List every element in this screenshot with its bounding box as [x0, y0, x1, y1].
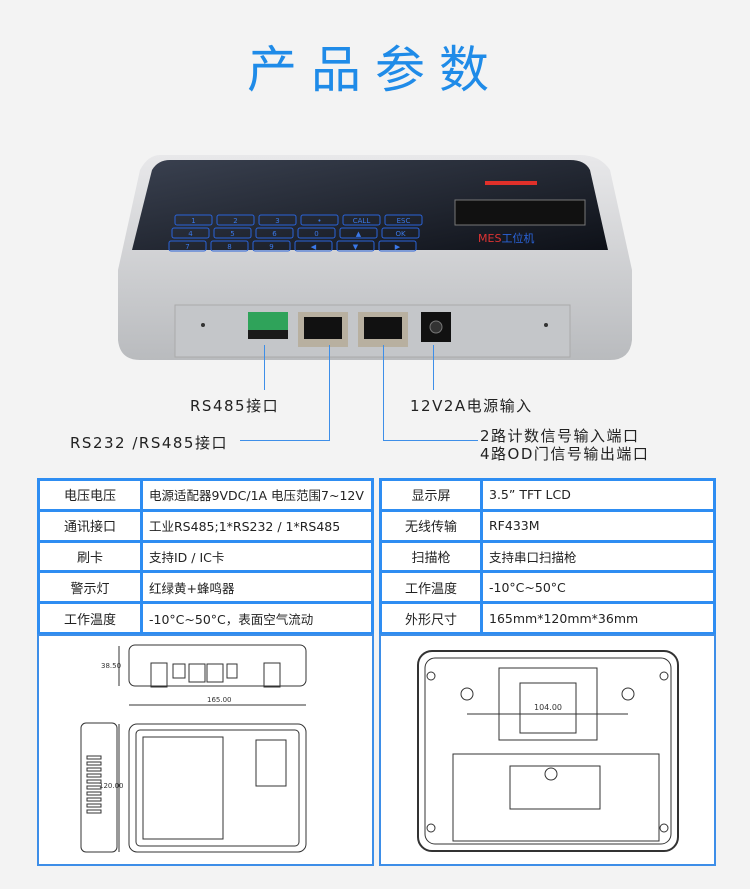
spec-row: 刷卡支持ID / IC卡 — [40, 542, 371, 571]
spec-key: 工作温度 — [40, 604, 140, 632]
spec-value: 电源适配器9VDC/1A 电压范围7~12V — [143, 481, 371, 509]
keypad-key — [210, 240, 249, 252]
vent-slot — [86, 767, 102, 772]
spec-key: 外形尺寸 — [382, 604, 480, 632]
vent-slot — [86, 809, 102, 814]
spec-row: 通讯接口工业RS485;1*RS232 / 1*RS485 — [40, 511, 371, 540]
io-input-label: 2路计数信号输入端口 — [480, 427, 640, 445]
keypad-key — [336, 240, 375, 252]
keypad-key-label: 0 — [314, 230, 318, 238]
keypad-key-label: ▼ — [353, 243, 359, 251]
dimension-drawing-front: 38.50 165.00 120.00 — [37, 634, 374, 866]
keypad-key — [297, 227, 336, 239]
keypad-key — [171, 227, 210, 239]
keypad-key — [252, 240, 291, 252]
dimension-drawing-back: 104.00 — [379, 634, 716, 866]
keypad-key-label: 1 — [191, 217, 195, 225]
keypad-key — [174, 214, 213, 226]
keypad-key — [342, 214, 381, 226]
height-dim: 38.50 — [101, 662, 121, 670]
spec-row: 警示灯红绿黄+蜂鸣器 — [40, 573, 371, 602]
io-output-label: 4路OD门信号输出端口 — [480, 445, 650, 463]
spec-row: 扫描枪支持串口扫描枪 — [382, 542, 713, 571]
spec-value: -10°C~50°C — [483, 573, 713, 602]
spec-value: 支持串口扫描枪 — [483, 542, 713, 571]
vent-slot — [86, 779, 102, 784]
spec-value: 工业RS485;1*RS232 / 1*RS485 — [143, 511, 371, 540]
spec-key: 警示灯 — [40, 573, 140, 602]
keypad-key — [384, 214, 423, 226]
spec-key: 扫描枪 — [382, 542, 480, 571]
device-photo: MES工位机 1 2 3 • CALL ESC 4 5 6 0 ▲ OK 7 8 9 ◀ ▼ ▶ — [118, 155, 632, 360]
keypad-key-label: ▲ — [356, 230, 362, 238]
power-input-label: 12V2A电源输入 — [410, 397, 533, 415]
keypad-key-label: 9 — [269, 243, 273, 251]
keypad-key-label: 7 — [185, 243, 189, 251]
spec-key: 通讯接口 — [40, 511, 140, 540]
keypad-key-label: 4 — [188, 230, 193, 238]
brand-label: MES工位机 — [478, 231, 534, 245]
keypad-key — [213, 227, 252, 239]
keypad-key — [168, 240, 207, 252]
page-title: 产品参数 — [247, 41, 503, 99]
keypad-key — [300, 214, 339, 226]
vent-slot — [86, 803, 102, 808]
spec-value: 3.5” TFT LCD — [483, 481, 713, 509]
vent-slot — [86, 761, 102, 766]
vent-slot — [86, 755, 102, 760]
hole-spacing-dim: 104.00 — [534, 703, 562, 712]
spec-key: 工作温度 — [382, 573, 480, 602]
spec-row: 电压电压电源适配器9VDC/1A 电压范围7~12V — [40, 481, 371, 509]
keypad-key-label: 2 — [233, 217, 237, 225]
keypad-key-label: 5 — [230, 230, 234, 238]
spec-value: RF433M — [483, 511, 713, 540]
keypad-key — [216, 214, 255, 226]
vent-slot — [86, 785, 102, 790]
spec-row: 工作温度-10°C~50°C — [382, 573, 713, 602]
io-label: 2路计数信号输入端口 4路OD门信号输出端口 — [480, 427, 649, 463]
keypad-key-label: ESC — [397, 217, 411, 225]
keypad-key-label: 8 — [227, 243, 231, 251]
spec-value: 红绿黄+蜂鸣器 — [143, 573, 371, 602]
keypad-key — [258, 214, 297, 226]
spec-row: 工作温度-10°C~50°C，表面空气流动 — [40, 604, 371, 632]
spec-key: 显示屏 — [382, 481, 480, 509]
spec-value: 支持ID / IC卡 — [143, 542, 371, 571]
rs485-label: RS485接口 — [190, 397, 280, 415]
width-dim: 165.00 — [207, 696, 232, 704]
keypad-key — [294, 240, 333, 252]
vent-slot — [86, 773, 102, 778]
rs232-rs485-label: RS232 /RS485接口 — [70, 434, 228, 452]
depth-dim: 120.00 — [99, 782, 124, 790]
spec-key: 电压电压 — [40, 481, 140, 509]
spec-value: 165mm*120mm*36mm — [483, 604, 713, 632]
spec-value: -10°C~50°C，表面空气流动 — [143, 604, 371, 632]
keypad-key — [255, 227, 294, 239]
keypad-key — [381, 227, 420, 239]
keypad-key — [339, 227, 378, 239]
keypad-key-label: 3 — [275, 217, 279, 225]
vent-slot — [86, 797, 102, 802]
keypad-key — [378, 240, 417, 252]
keypad-key-label: CALL — [353, 217, 371, 225]
spec-key: 无线传输 — [382, 511, 480, 540]
spec-key: 刷卡 — [40, 542, 140, 571]
keypad-key-label: ◀ — [311, 243, 317, 251]
keypad-key-label: 6 — [272, 230, 277, 238]
spec-table-left: 电压电压电源适配器9VDC/1A 电压范围7~12V 通讯接口工业RS485;1… — [37, 478, 374, 635]
keypad-key-label: ▶ — [395, 243, 401, 251]
vent-slot — [86, 791, 102, 796]
keypad-key-label: OK — [395, 230, 406, 238]
keypad-key-label: • — [317, 217, 321, 225]
